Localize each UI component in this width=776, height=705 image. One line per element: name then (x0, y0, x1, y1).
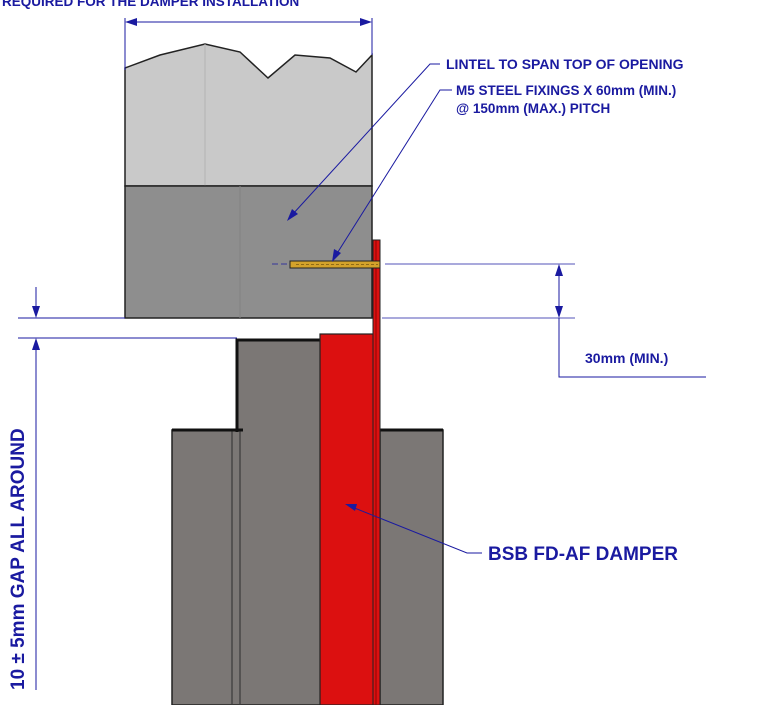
clearance-label: 30mm (MIN.) (585, 350, 668, 366)
damper-label: BSB FD-AF DAMPER (488, 544, 678, 565)
gap-arrow-top (32, 306, 40, 318)
damper-leader (351, 506, 482, 554)
lintel (124, 185, 373, 319)
clearance-arrow-top (555, 264, 563, 276)
lintel-label: LINTEL TO SPAN TOP OF OPENING (446, 56, 684, 72)
damper-body (319, 333, 376, 705)
damper-flange (372, 239, 381, 705)
lintel-leader (291, 63, 440, 216)
top-dim-arrow-left (125, 18, 137, 26)
clearance-arrow-bottom (555, 306, 563, 318)
top-cut-label: REQUIRED FOR THE DAMPER INSTALLATION (2, 0, 299, 9)
upper-wall (124, 43, 373, 187)
clearance-leader (558, 318, 706, 378)
fixings-leader-arrow (332, 249, 341, 262)
steel-fixing (289, 260, 381, 269)
fixings-leader (335, 89, 452, 256)
fixings-label-line1: M5 STEEL FIXINGS X 60mm (MIN.) (456, 83, 676, 98)
lintel-leader-arrow (287, 209, 298, 221)
duct-right-section (379, 429, 444, 705)
top-dim-arrow-right (360, 18, 372, 26)
fixings-label-line2: @ 150mm (MAX.) PITCH (456, 101, 610, 116)
gap-label: 10 ± 5mm GAP ALL AROUND (8, 428, 29, 690)
gap-arrow-bottom (32, 338, 40, 350)
damper-leader-arrow (345, 504, 357, 511)
